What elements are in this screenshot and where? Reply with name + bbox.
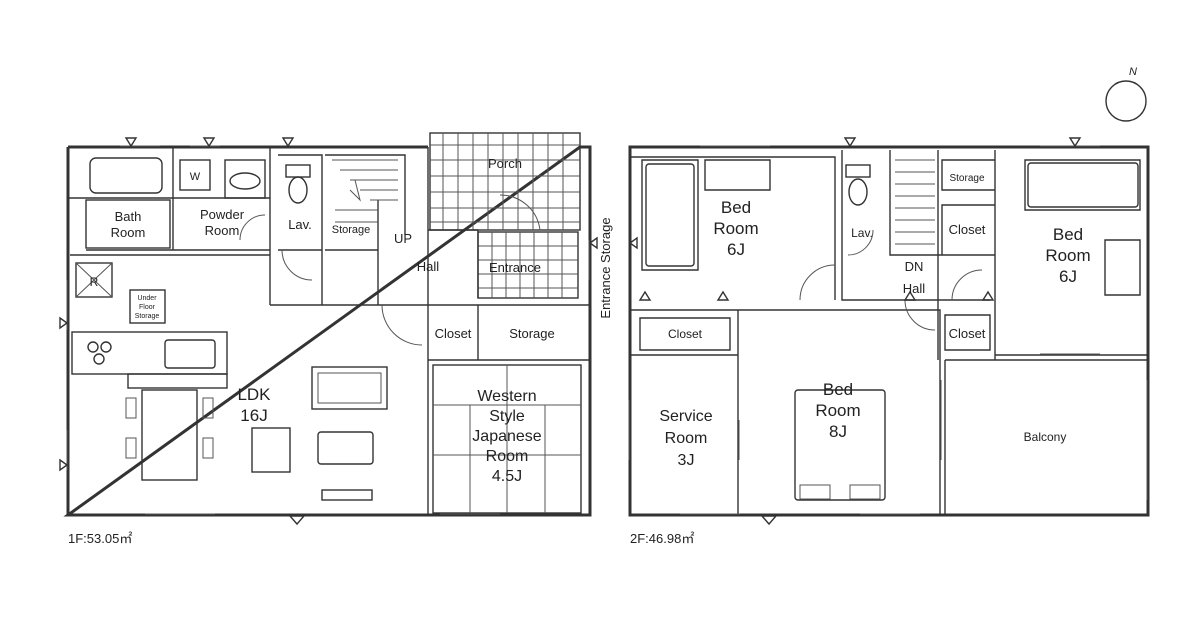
bath-label-1: Bath bbox=[115, 209, 142, 224]
floor1-area-label: 1F:53.05㎡ bbox=[68, 531, 133, 546]
entrance-door-icon bbox=[499, 194, 541, 231]
bed1-icon bbox=[645, 163, 695, 267]
bed3-label-3: 8J bbox=[829, 422, 847, 441]
f1-closet-label: Closet bbox=[435, 326, 472, 341]
western-label-4: Room bbox=[486, 448, 529, 465]
tv-board-icon bbox=[321, 489, 373, 501]
bed2-label-1: Bed bbox=[1053, 225, 1083, 244]
bed3-label-1: Bed bbox=[823, 380, 853, 399]
service-label-1: Service bbox=[659, 408, 712, 425]
dining-table-icon bbox=[141, 389, 198, 481]
f1-lav-label: Lav. bbox=[288, 217, 312, 232]
fridge-icon bbox=[75, 262, 113, 298]
porch-tiles bbox=[429, 132, 581, 231]
powder-sink-icon bbox=[224, 159, 266, 199]
washer-label: W bbox=[190, 171, 201, 183]
floor2-area-label: 2F:46.98㎡ bbox=[630, 531, 695, 546]
ldk-label-1: LDK bbox=[237, 385, 271, 404]
f2-closet-top-label: Closet bbox=[949, 222, 986, 237]
f2-closet-right-label: Closet bbox=[949, 326, 986, 341]
up-label: UP bbox=[394, 231, 412, 246]
underfloor-label-1: Under bbox=[137, 295, 157, 302]
floor-2-labels: Bed Room 6J Lav. DN Hall Storage Closet … bbox=[659, 173, 1090, 469]
powder-label-2: Room bbox=[205, 223, 240, 238]
porch-label: Porch bbox=[488, 156, 522, 171]
f1-hall-label: Hall bbox=[417, 259, 440, 274]
f1-storage-label: Storage bbox=[509, 326, 555, 341]
bed1-label-3: 6J bbox=[727, 240, 745, 259]
western-label-3: Japanese bbox=[472, 428, 541, 445]
bed3-icon bbox=[794, 389, 886, 501]
f2-lav-label: Lav. bbox=[851, 226, 873, 240]
washer-icon bbox=[179, 159, 211, 191]
f1-toilet-icon bbox=[288, 176, 308, 204]
service-label-2: Room bbox=[665, 430, 708, 447]
underfloor-label-3: Storage bbox=[135, 313, 160, 320]
sofa-icon bbox=[311, 366, 388, 410]
tatami-mats bbox=[432, 364, 582, 514]
f1-stairs bbox=[332, 159, 398, 223]
bath-label-2: Room bbox=[111, 225, 146, 240]
fridge-label: R bbox=[90, 275, 99, 289]
service-label-3: 3J bbox=[678, 452, 695, 469]
f1-storage-stair-label: Storage bbox=[332, 224, 371, 236]
entrance-label: Entrance bbox=[489, 260, 541, 275]
f2-hall-label: Hall bbox=[903, 281, 926, 296]
balcony-label: Balcony bbox=[1024, 430, 1067, 444]
f2-stairs bbox=[895, 159, 935, 245]
powder-label-1: Powder bbox=[200, 207, 245, 222]
bed1-label-2: Room bbox=[713, 219, 758, 238]
bed2-label-2: Room bbox=[1045, 246, 1090, 265]
western-label-5: 4.5J bbox=[492, 468, 522, 485]
floor-1-plan bbox=[59, 132, 598, 526]
bathtub-icon bbox=[89, 157, 163, 194]
underfloor-label-2: Floor bbox=[139, 304, 156, 311]
western-label-2: Style bbox=[489, 408, 525, 425]
bed3-label-2: Room bbox=[815, 401, 860, 420]
f2-outer-wall bbox=[628, 145, 1150, 517]
compass-icon: N bbox=[1105, 66, 1147, 122]
western-label-1: Western bbox=[477, 388, 536, 405]
f1-outer-wall bbox=[63, 145, 592, 517]
coffee-table-icon bbox=[317, 431, 374, 465]
bed2-icon bbox=[1027, 162, 1139, 208]
lounge-chair-icon bbox=[251, 427, 291, 473]
compass-n-label: N bbox=[1129, 66, 1137, 78]
bed1-label-1: Bed bbox=[721, 198, 751, 217]
f2-storage-label: Storage bbox=[949, 173, 984, 184]
entrance-storage-label: Entrance Storage bbox=[598, 217, 613, 318]
ldk-label-2: 16J bbox=[240, 406, 267, 425]
f2-closet-left-label: Closet bbox=[668, 327, 703, 341]
dn-label: DN bbox=[905, 259, 924, 274]
floor-2-plan bbox=[628, 137, 1150, 526]
f2-toilet-icon bbox=[848, 178, 868, 206]
floor-1-labels: Porch Bath Room Powder Room W Lav. Stora… bbox=[90, 156, 613, 485]
underfloor-storage-icon bbox=[129, 289, 166, 324]
bed2-label-3: 6J bbox=[1059, 267, 1077, 286]
